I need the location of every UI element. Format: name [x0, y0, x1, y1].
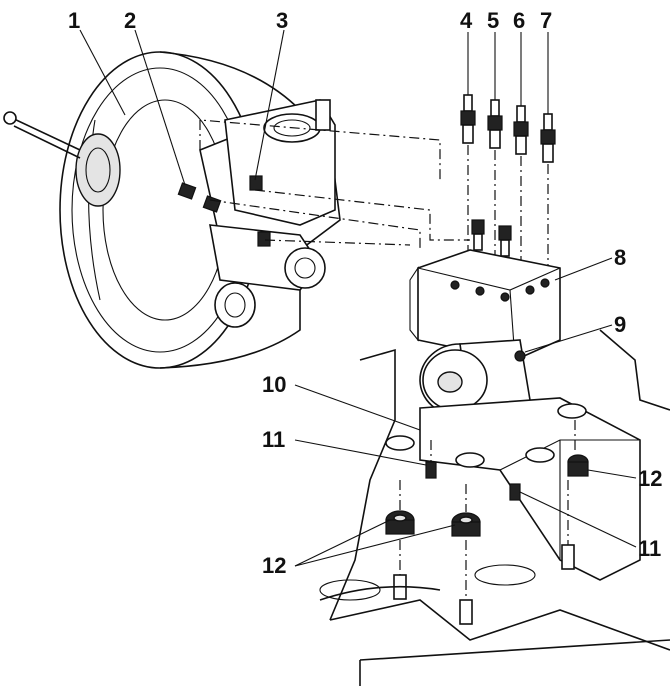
callout-12-right: 12 — [638, 466, 662, 491]
rubber-mounts — [385, 420, 589, 600]
mounting-studs — [393, 544, 575, 625]
push-rod — [3, 111, 81, 159]
callout-11-right: 11 — [638, 536, 661, 561]
callout-4: 4 — [460, 8, 473, 33]
callout-2: 2 — [124, 8, 136, 33]
callout-7: 7 — [540, 8, 552, 33]
callout-5: 5 — [487, 8, 499, 33]
brake-line-paths — [199, 119, 470, 250]
mounting-bracket — [385, 397, 641, 581]
callout-12-left: 12 — [262, 553, 286, 578]
callout-6: 6 — [513, 8, 525, 33]
callout-9: 9 — [614, 312, 626, 337]
mounting-screws — [425, 440, 521, 501]
brake-booster — [59, 51, 301, 369]
leader-lines — [79, 29, 637, 567]
callout-11-left: 11 — [262, 427, 285, 452]
callout-3: 3 — [276, 8, 288, 33]
callout-labels: 1 2 3 4 5 6 7 8 9 10 11 11 12 12 — [68, 8, 662, 578]
body-panel — [319, 329, 670, 686]
callout-10: 10 — [262, 372, 286, 397]
callout-1: 1 — [68, 8, 80, 33]
callout-8: 8 — [614, 245, 626, 270]
